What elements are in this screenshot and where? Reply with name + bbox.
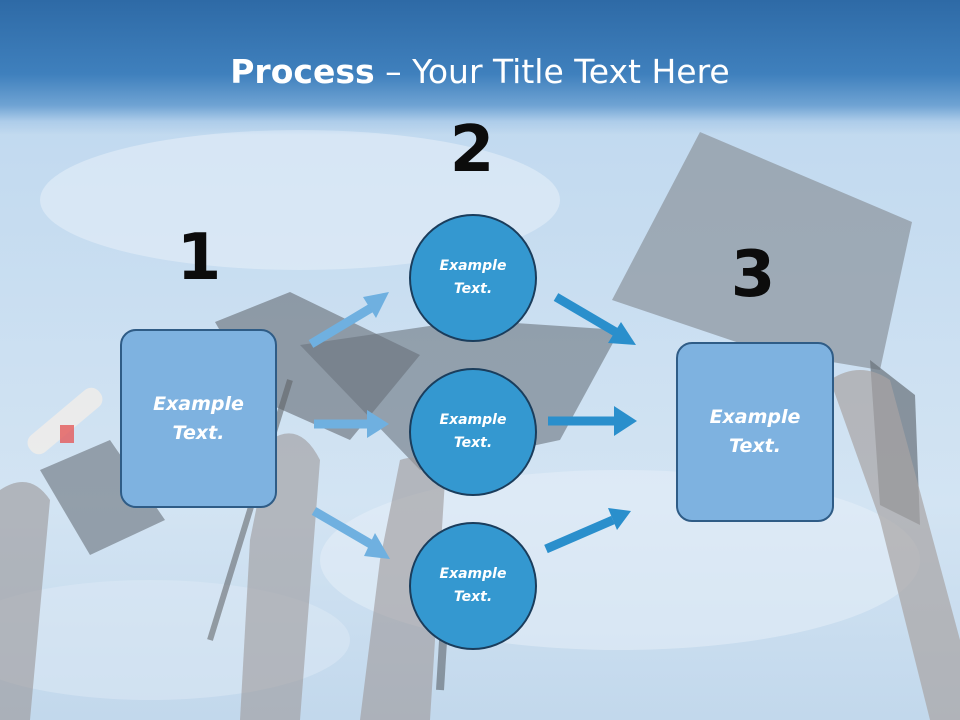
- slide-title: Process – Your Title Text Here: [0, 52, 960, 91]
- title-rest: – Your Title Text Here: [374, 52, 730, 91]
- step-2-circle-middle: Example Text.: [409, 368, 537, 496]
- arrow-to-bottom-circle: [311, 507, 390, 559]
- step-2-circle-top: Example Text.: [409, 214, 537, 342]
- arrow-from-middle-circle: [548, 406, 637, 436]
- circle-middle-label: Example Text.: [439, 412, 507, 451]
- step-3-label: Example Text.: [709, 406, 801, 457]
- step-number-1: 1: [176, 221, 222, 295]
- step-number-2: 2: [449, 113, 495, 187]
- circle-bottom-label: Example Text.: [439, 566, 507, 605]
- arrow-from-bottom-circle: [544, 508, 631, 554]
- circle-top-label: Example Text.: [439, 258, 507, 297]
- arrow-to-top-circle: [308, 292, 389, 348]
- step-2-circle-bottom: Example Text.: [409, 522, 537, 650]
- step-3-box: Example Text.: [676, 342, 834, 522]
- arrow-from-top-circle: [553, 293, 636, 345]
- title-band: [0, 0, 960, 135]
- step-1-box: Example Text.: [120, 329, 277, 508]
- step-number-3: 3: [730, 238, 776, 312]
- title-bold: Process: [230, 52, 375, 91]
- step-1-label: Example Text.: [153, 392, 244, 444]
- arrow-to-middle-circle: [314, 410, 389, 438]
